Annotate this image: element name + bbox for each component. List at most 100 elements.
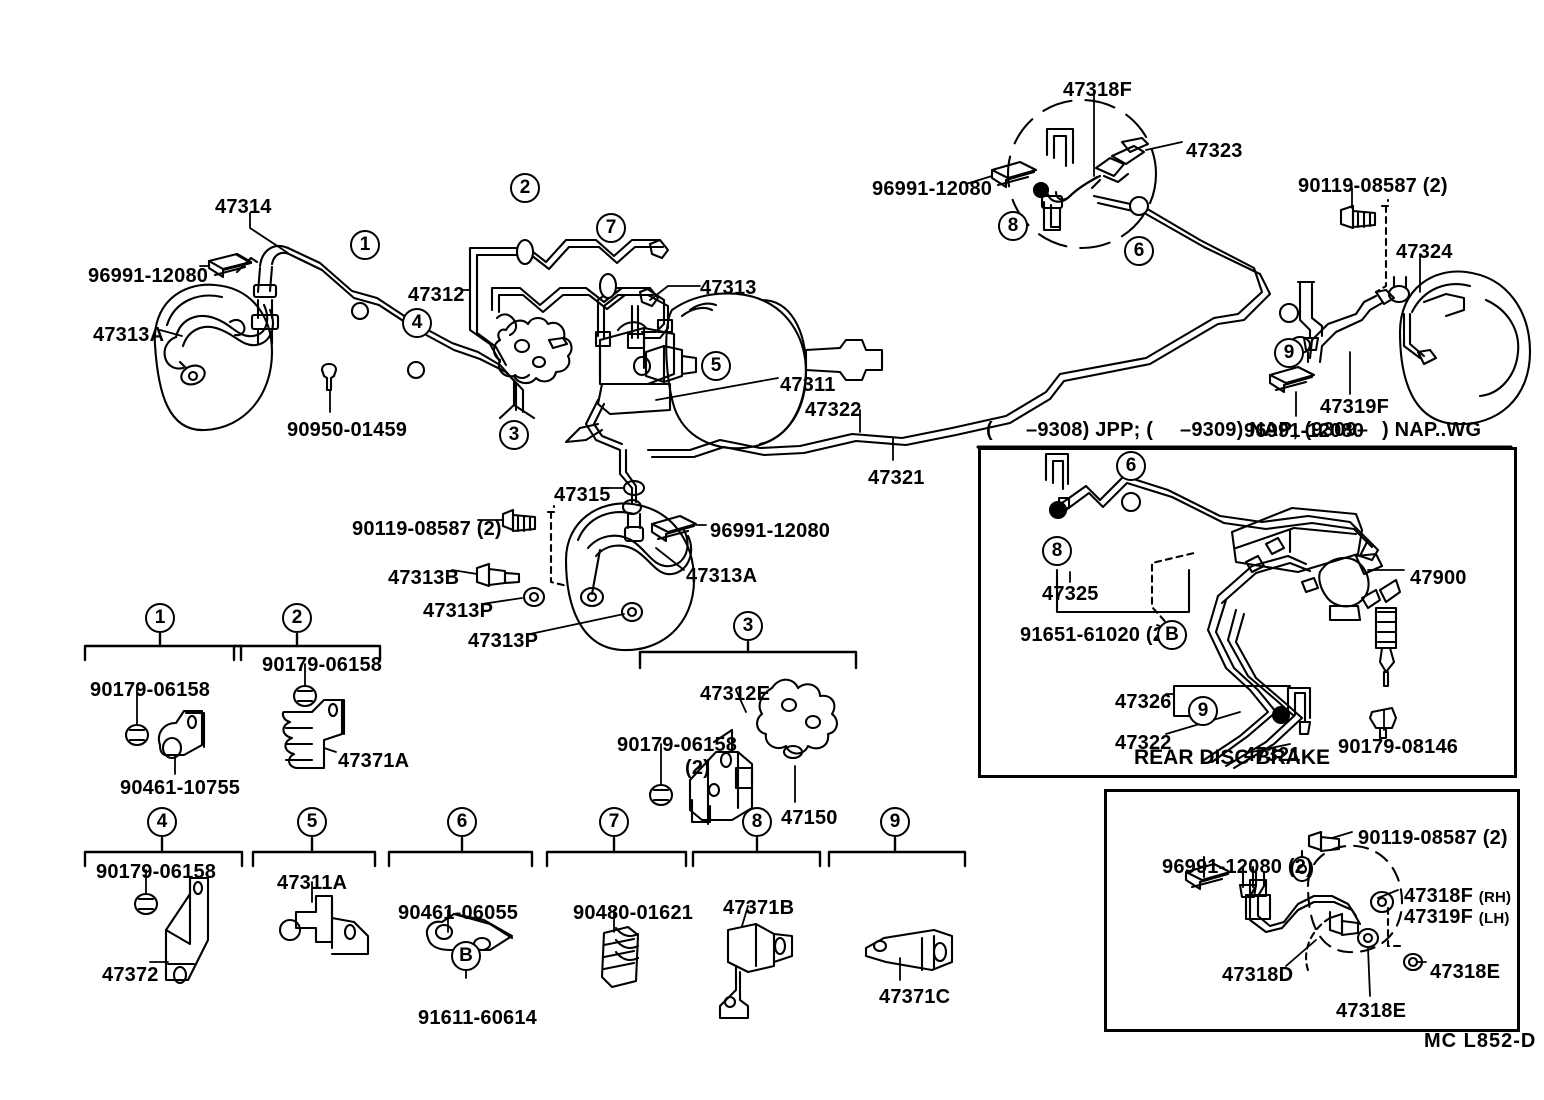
joint-ball-1 — [350, 301, 370, 321]
legend-part-6-art — [425, 912, 514, 952]
main-label-l13: 47313B — [388, 567, 460, 589]
main-callout-7: 7 — [596, 213, 626, 243]
legend-part-number-3-1: 90179-06158 — [617, 734, 738, 756]
rear-part-number: 47319F — [1404, 906, 1479, 928]
legend-part-7-art — [600, 925, 640, 989]
main-label-l8: 47322 — [805, 399, 862, 421]
legend-callout-1: 1 — [145, 603, 175, 633]
main-callout-3: 3 — [499, 420, 529, 450]
lspv-label-i3: 47900 — [1410, 567, 1467, 589]
legend-callout-9: 9 — [880, 807, 910, 837]
main-label-l2: 96991-12080 — [88, 265, 209, 287]
legend-part-4-art — [133, 876, 210, 985]
tube-47322-47321 — [646, 194, 1272, 459]
main-label-l3: 47313A — [93, 324, 165, 346]
main-label-l1: 47314 — [215, 196, 272, 218]
legend-brackets — [83, 632, 967, 868]
main-callout-9: 9 — [1274, 338, 1304, 368]
main-callout-6: 6 — [1124, 236, 1154, 266]
front-right-backing-plate — [564, 502, 696, 652]
fitting-47324 — [1387, 275, 1411, 304]
rear-right-backing-plate — [1398, 270, 1532, 426]
clip-96991-12080-right — [1268, 365, 1316, 394]
legend-part-5-art — [278, 894, 370, 956]
rear-label-r4: 47319F (LH) — [1404, 907, 1510, 927]
legend-callout-7: 7 — [599, 807, 629, 837]
legend-callout-2: 2 — [282, 603, 312, 633]
lspv-label-i4: 47326 — [1115, 691, 1172, 713]
main-callout-8: 8 — [998, 211, 1028, 241]
clip-96991-12080-left — [207, 252, 253, 279]
main-label-l14: 47313P — [423, 600, 494, 622]
clip-96991-12080-topright — [990, 160, 1038, 189]
tube-47313-cluster — [594, 272, 674, 350]
lspv-label-i6: 47321 — [1244, 744, 1301, 766]
diagram-footer-code: MC L852-D — [1424, 1030, 1537, 1052]
main-label-l20: 90119-08587 (2) — [1298, 175, 1448, 197]
joint-ball-4 — [406, 360, 426, 380]
legend-part-number-3-0: 47312E — [700, 683, 771, 705]
legend-part-number-7-0: 90480-01621 — [573, 902, 694, 924]
leader-lines — [136, 91, 1427, 997]
lspv-inset-art — [1044, 452, 1402, 770]
main-label-l4: 90950-01459 — [287, 419, 408, 441]
rear-side-suffix: (RH) — [1478, 889, 1512, 906]
joint-ball-9 — [1278, 302, 1300, 324]
legend-part-number-4-0: 90179-06158 — [96, 861, 217, 883]
rear-disc-inset-title: REAR DISC BRAKE — [1134, 746, 1331, 769]
lspv-label-i2: 91651-61020 (2) – — [1020, 624, 1188, 646]
lspv-callout-B: B — [1157, 620, 1187, 650]
main-label-l21: 47324 — [1396, 241, 1453, 263]
lspv-header-part-1: –9308) JPP; ( — [1026, 419, 1154, 441]
hose-47318F — [1032, 127, 1150, 232]
legend-part-number-1-1: 90461-10755 — [120, 777, 241, 799]
lspv-header-part-2: –9309) NAP; (9309– — [1180, 419, 1369, 441]
legend-part-number-6-1: 91611-60614 — [418, 1007, 537, 1029]
main-label-l19: 96991-12080 — [872, 178, 993, 200]
main-label-l10: 47315 — [554, 484, 611, 506]
bracket-47371C-main — [1296, 280, 1324, 352]
main-label-l9: 47321 — [868, 467, 925, 489]
legend-part-3-art — [648, 678, 838, 826]
lspv-callout-9: 9 — [1188, 696, 1218, 726]
legend-part-number-5-0: 47311A — [277, 872, 348, 894]
tube-47315 — [564, 398, 646, 543]
legend-part-1-art — [124, 709, 206, 760]
lspv-label-i1: 47325 — [1042, 583, 1099, 605]
main-label-l15: 47313P — [468, 630, 539, 652]
legend-part-number-4-1: 47372 — [102, 964, 159, 986]
legend-sub-callout-B: B — [451, 941, 481, 971]
clip-96991-12080-center — [650, 514, 698, 543]
rear-label-r1: 90119-08587 (2) — [1358, 827, 1508, 849]
lspv-label-i5: 47322 — [1115, 732, 1172, 754]
washer-47313P-1 — [522, 586, 546, 608]
main-label-l17: 47318F — [1063, 79, 1133, 101]
main-label-l23: 96991-12080 — [1244, 420, 1365, 442]
legend-callout-4: 4 — [147, 807, 177, 837]
legend-part-number-3-3: 47150 — [781, 807, 838, 829]
tube-47312 — [468, 238, 665, 367]
legend-callout-8: 8 — [742, 807, 772, 837]
hose-47313A-left — [163, 303, 274, 386]
rear-side-suffix: (LH) — [1478, 910, 1510, 927]
main-label-l12: 96991-12080 — [710, 520, 831, 542]
legend-part-number-2-0: 90179-06158 — [262, 654, 383, 676]
rear-label-r2: 96991-12080 (2) — [1162, 856, 1313, 878]
main-callout-2: 2 — [510, 173, 540, 203]
front-left-backing-plate — [153, 283, 274, 432]
main-label-l6: 47313 — [700, 277, 757, 299]
legend-part-number-9-0: 47371C — [879, 986, 951, 1008]
bolt-47313B — [475, 562, 521, 588]
rear-disc-inset-frame — [1104, 789, 1520, 1032]
legend-callout-3: 3 — [733, 611, 763, 641]
main-label-l22: 47319F — [1320, 396, 1390, 418]
lspv-callout-6: 6 — [1116, 451, 1146, 481]
valve-47312E-block — [492, 316, 573, 385]
detail-circle-47318F — [1006, 98, 1158, 250]
tube-47314 — [235, 244, 525, 414]
lspv-label-i7: 90179-08146 — [1338, 736, 1459, 758]
bolt-90119-08587-right — [1339, 198, 1390, 294]
legend-part-8-art — [718, 922, 794, 1020]
rear-label-r6: 47318E — [1430, 961, 1501, 983]
